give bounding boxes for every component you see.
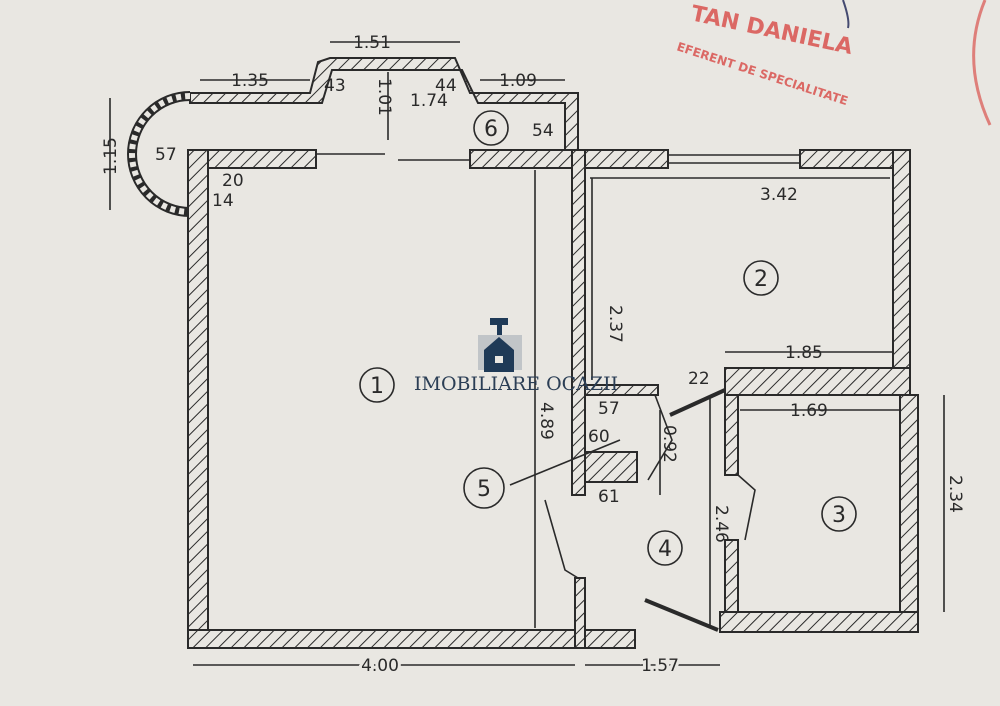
logo-house-icon: [484, 337, 514, 372]
dim-label: 54: [532, 121, 554, 141]
dim-label: 1.35: [231, 71, 269, 91]
logo-crane-icon: [490, 318, 508, 335]
room-4-label: 4: [658, 537, 672, 562]
dimension-lines: [109, 41, 945, 666]
walls: [187, 149, 919, 649]
dim-label: 1.01: [374, 78, 394, 116]
dim-label: 57: [598, 399, 620, 419]
dim-label: 1.74: [410, 91, 448, 111]
room-6-label: 6: [484, 117, 498, 142]
room-3-label: 3: [832, 503, 846, 528]
dim-label: 1.85: [785, 343, 823, 363]
watermark-text: IMOBILIARE OCAZII: [414, 373, 618, 395]
dim-label: 1.09: [499, 71, 537, 91]
dim-label: 57: [155, 145, 177, 165]
dim-label: 2.34: [945, 475, 965, 513]
dim-label: 2.46: [711, 505, 731, 543]
dim-label: 1.57: [641, 656, 679, 676]
room-labels: 1 2 3 4 5 6: [359, 110, 857, 566]
room-1-label: 1: [370, 374, 384, 399]
dim-label: 14: [212, 191, 234, 211]
dim-label: 2.37: [605, 305, 625, 343]
watermark: IMOBILIARE OCAZII: [414, 318, 618, 395]
room-5-label: 5: [477, 477, 491, 502]
dim-label: 20: [222, 171, 244, 191]
signature: [842, 0, 850, 29]
round-stamp-edge: [972, 0, 992, 126]
dim-label: 44: [435, 76, 457, 96]
dim-label: 1.15: [101, 137, 121, 175]
dim-label: 4.00: [361, 656, 399, 676]
dim-label: 61: [598, 487, 620, 507]
dim-label: 3.42: [760, 185, 798, 205]
dimension-labels: 1.51 1.35 43 44 1.09 1.01 1.74 1.15 57 5…: [101, 33, 965, 679]
dim-label: 4.89: [536, 402, 556, 440]
stamp: TAN DANIELA EFERENT DE SPECIALITATE: [675, 0, 992, 126]
dim-label: 0.92: [659, 425, 679, 463]
dim-label: 22: [688, 369, 710, 389]
dim-label: 60: [588, 427, 610, 447]
room-2-label: 2: [754, 267, 768, 292]
dim-label: 43: [324, 76, 346, 96]
dim-label: 1.69: [790, 401, 828, 421]
dim-label: 1.51: [353, 33, 391, 53]
